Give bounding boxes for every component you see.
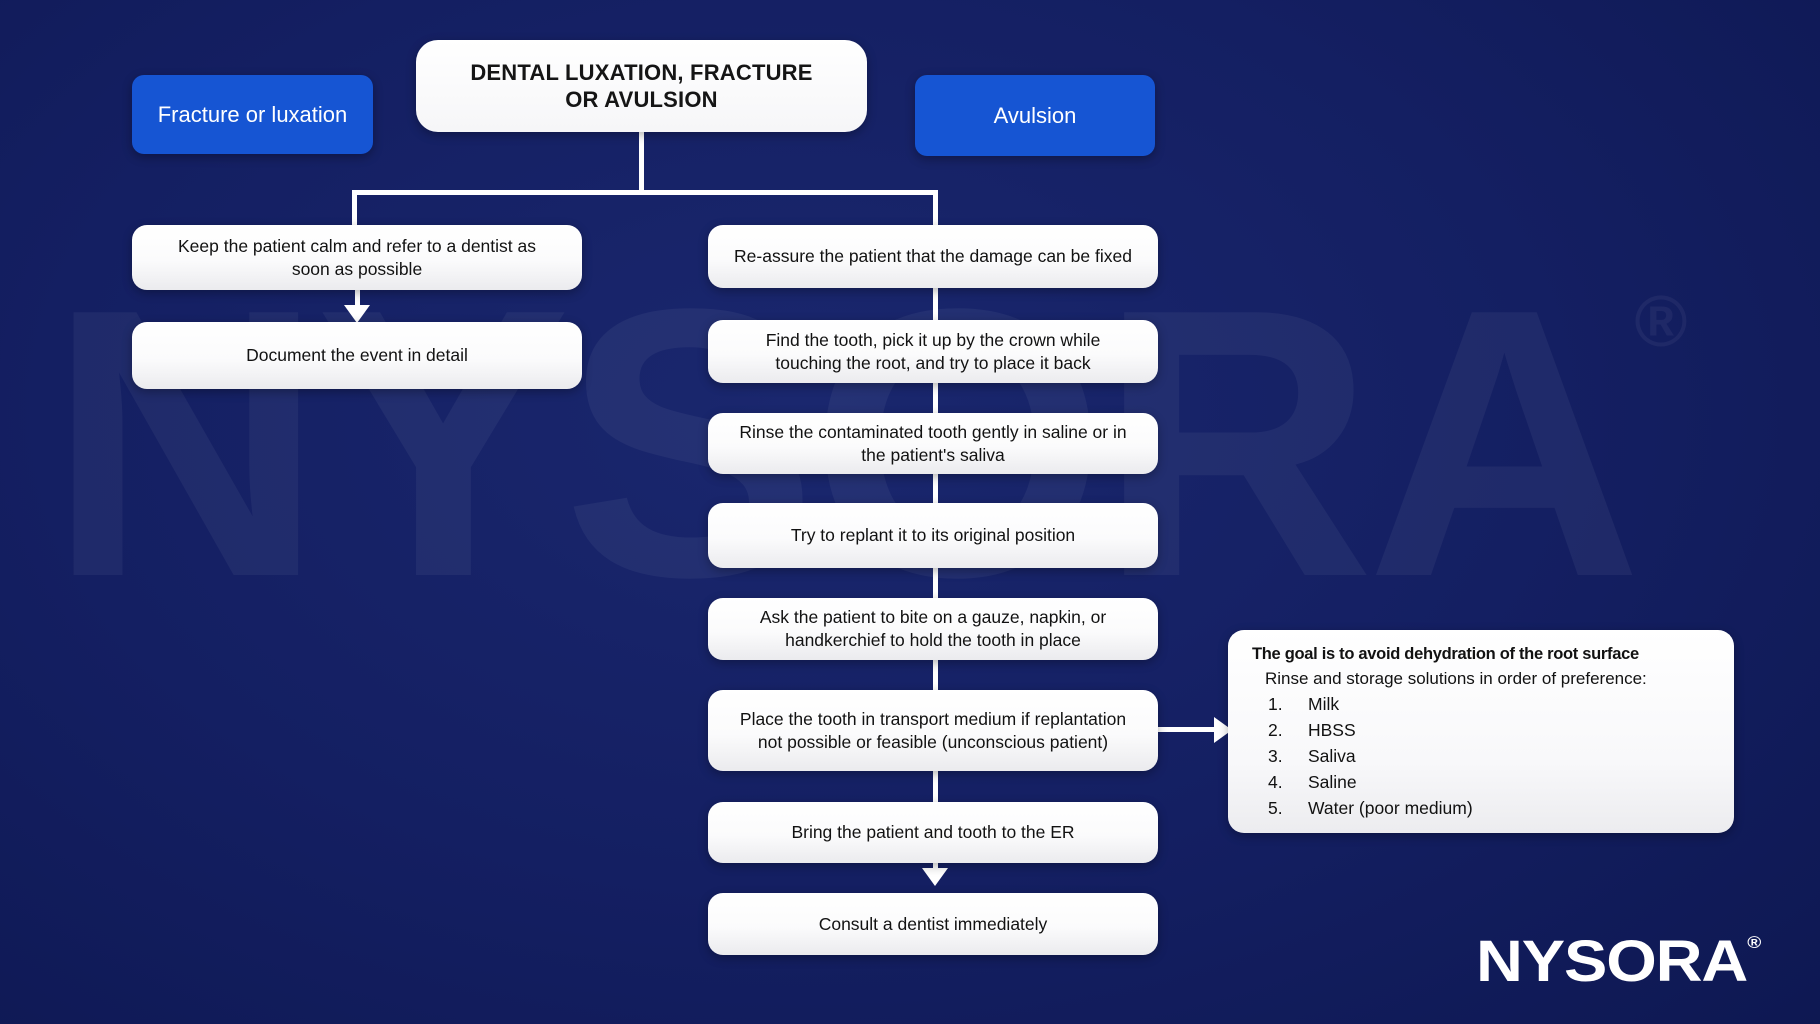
branch-label-avulsion: Avulsion [915,75,1155,156]
list-item: HBSS [1268,720,1710,741]
arrow-down-icon [922,868,948,886]
connector-left-drop [352,193,357,228]
step-bite-gauze: Ask the patient to bite on a gauze, napk… [708,598,1158,660]
title-line-2: OR AVULSION [565,87,718,112]
note-box-storage-solutions: The goal is to avoid dehydration of the … [1228,630,1734,833]
note-item-text: Saliva [1308,746,1356,766]
step-document-event: Document the event in detail [132,322,582,389]
step-keep-patient-calm: Keep the patient calm and refer to a den… [132,225,582,290]
step-replant-tooth: Try to replant it to its original positi… [708,503,1158,568]
list-item: Milk [1268,694,1710,715]
title-box: DENTAL LUXATION, FRACTURE OR AVULSION [416,40,867,132]
connector-horizontal [352,190,938,195]
note-subheading: Rinse and storage solutions in order of … [1265,669,1647,688]
nysora-logo: NYSORA® [1476,930,1761,994]
note-heading: The goal is to avoid dehydration of the … [1252,645,1639,663]
connector-left-arrow-shaft [355,288,360,307]
title-line-1: DENTAL LUXATION, FRACTURE [470,59,813,85]
logo-text: NYSORA [1476,929,1748,994]
arrow-down-icon [344,305,370,323]
list-item: Water (poor medium) [1268,798,1710,819]
note-item-text: Milk [1308,694,1340,714]
note-item-text: HBSS [1308,720,1356,740]
list-item: Saline [1268,772,1710,793]
connector-title-stem [639,128,644,193]
step-reassure-patient: Re-assure the patient that the damage ca… [708,225,1158,288]
list-item: Saliva [1268,746,1710,767]
step-rinse-tooth: Rinse the contaminated tooth gently in s… [708,413,1158,474]
connector-note-shaft [1156,727,1216,732]
registered-trademark-icon: ® [1747,933,1762,952]
step-bring-to-er: Bring the patient and tooth to the ER [708,802,1158,863]
note-list: Milk HBSS Saliva Saline Water (poor medi… [1268,694,1710,819]
step-transport-medium: Place the tooth in transport medium if r… [708,690,1158,771]
note-item-text: Water (poor medium) [1308,798,1473,818]
branch-label-fracture-or-luxation: Fracture or luxation [132,75,373,154]
step-find-tooth: Find the tooth, pick it up by the crown … [708,320,1158,383]
step-consult-dentist: Consult a dentist immediately [708,893,1158,955]
registered-trademark-icon: ® [1634,282,1688,362]
arrow-right-icon [1214,717,1232,743]
note-item-text: Saline [1308,772,1357,792]
